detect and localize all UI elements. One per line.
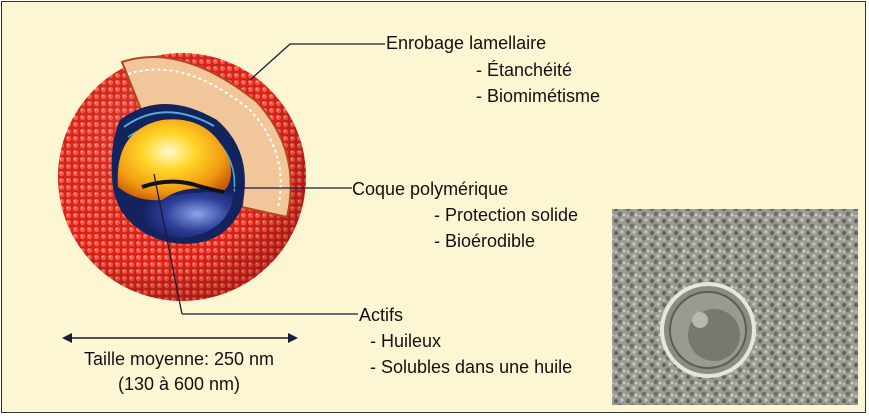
label-coque-item-2: - Bioérodible [434, 229, 535, 253]
electron-micrograph-image [612, 209, 858, 405]
label-enrobage-item-2: - Biomimétisme [476, 84, 600, 108]
label-actifs-item-2: - Solubles dans une huile [370, 355, 572, 379]
size-caption-line2: (130 à 600 nm) [54, 373, 304, 395]
label-enrobage-title: Enrobage lamellaire [386, 32, 546, 54]
nanocapsule-sphere [58, 53, 306, 301]
label-actifs-item-1: - Huileux [370, 329, 441, 353]
label-coque-title: Coque polymérique [352, 178, 508, 200]
size-caption-line1: Taille moyenne: 250 nm [54, 348, 304, 370]
label-enrobage-item-1: - Étanchéité [476, 58, 572, 82]
size-arrow [62, 333, 298, 343]
label-actifs-title: Actifs [359, 304, 403, 326]
label-coque-item-1: - Protection solide [434, 203, 578, 227]
